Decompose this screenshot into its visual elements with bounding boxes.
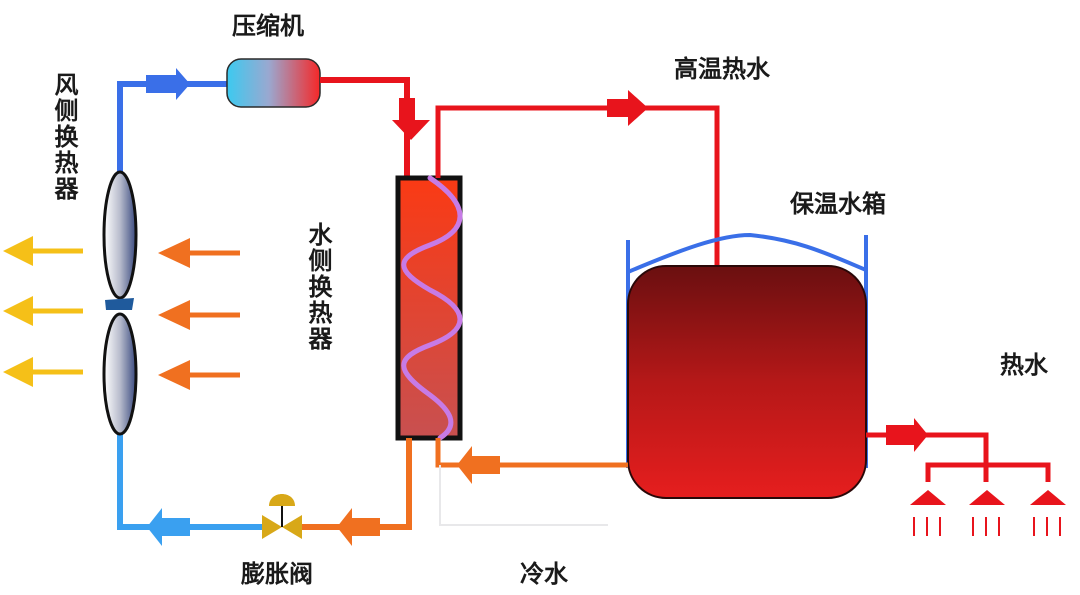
insulated-water-tank: [627, 265, 867, 499]
compressor-label: 压缩机: [232, 12, 304, 40]
flow-arrow-icon: [3, 236, 83, 266]
discharge-line: [320, 77, 430, 178]
shower-head-icon: [969, 490, 1005, 536]
flow-arrow-icon: [886, 418, 928, 452]
fan-blades-icon: [102, 170, 138, 436]
insulated-tank-label: 保温水箱: [790, 190, 886, 218]
high-temp-hot-water-label: 高温热水: [674, 55, 770, 83]
flow-arrow-icon: [158, 360, 240, 390]
water-side-exchanger-label: 水侧换热器: [304, 222, 332, 352]
liquid-line: [300, 438, 412, 546]
expansion-valve-label: 膨胀阀: [241, 560, 313, 588]
shower-head-icon: [1030, 490, 1066, 536]
air-side-exchanger-label: 风侧换热器: [50, 72, 78, 202]
evaporator-inlet-line: [117, 432, 262, 546]
flow-arrow-icon: [607, 90, 648, 126]
air-inflow-arrows: [158, 238, 240, 390]
cold-water-label: 冷水: [520, 560, 568, 588]
flow-arrow-icon: [147, 508, 190, 546]
hot-water-supply-line: [435, 90, 720, 270]
flow-arrow-icon: [3, 357, 83, 387]
refrigerant-coil: [401, 175, 463, 441]
flow-arrow-icon: [146, 68, 190, 100]
hot-water-label: 热水: [1000, 351, 1048, 379]
suction-line: [117, 68, 235, 172]
flow-arrow-icon: [158, 300, 240, 330]
flow-arrow-icon: [3, 296, 83, 326]
hot-water-outlet-line: [866, 418, 1051, 482]
air-outflow-arrows: [3, 236, 83, 387]
flow-arrow-icon: [392, 98, 430, 140]
expansion-valve-icon: [262, 494, 302, 539]
flow-arrow-icon: [158, 238, 240, 268]
flow-arrow-icon: [457, 446, 500, 484]
flow-arrow-icon: [337, 508, 380, 546]
water-side-heat-exchanger: [395, 175, 463, 441]
compressor: [226, 58, 321, 108]
shower-head-icon: [910, 490, 946, 536]
cold-water-return-line: [435, 438, 628, 526]
